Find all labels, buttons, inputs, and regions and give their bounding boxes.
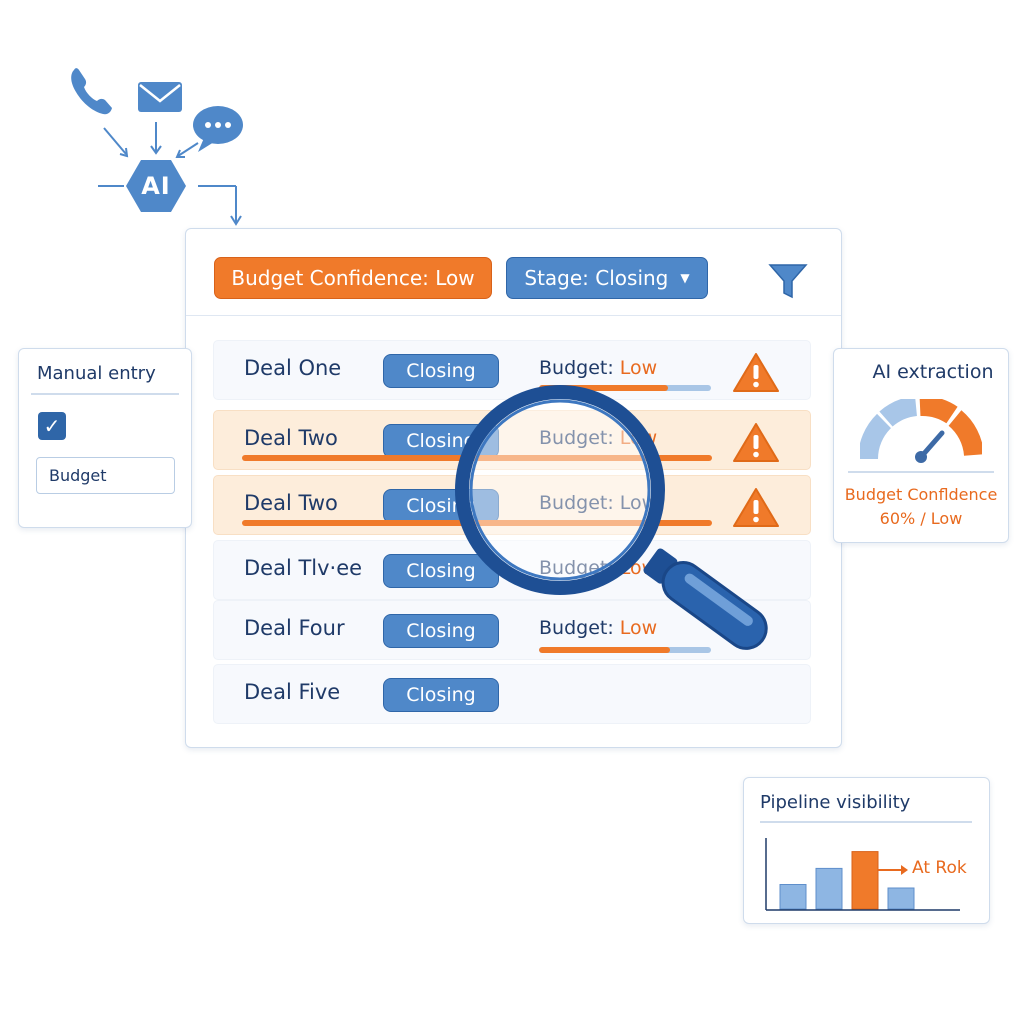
ai-flow-diagram bbox=[71, 68, 243, 226]
stage-pill[interactable]: Closing bbox=[383, 614, 499, 648]
divider bbox=[760, 821, 972, 823]
budget-field[interactable] bbox=[36, 457, 175, 494]
budget-confidence-filter-chip[interactable]: Budget Confidence: Low bbox=[214, 257, 492, 299]
pipeline-visibility-card: Pipeline visibility At Rok bbox=[743, 777, 990, 924]
pipeline-bar-at-risk bbox=[851, 851, 879, 910]
budget-label: Budget:Low bbox=[539, 357, 658, 379]
manual-entry-title: Manual entry bbox=[37, 363, 156, 384]
stage-pill[interactable]: Closing bbox=[383, 554, 499, 588]
budget-chip-label: Budget Confidence: Low bbox=[231, 266, 475, 290]
deal-row[interactable]: Deal Two Closing Budget:Low bbox=[213, 410, 811, 470]
stage-filter-dropdown[interactable]: Stage: Closing ▼ bbox=[506, 257, 708, 299]
phone-icon bbox=[71, 68, 112, 115]
manual-entry-checkbox[interactable]: ✓ bbox=[38, 412, 66, 440]
pipeline-bar-chart bbox=[765, 838, 960, 911]
deal-name: Deal Four bbox=[244, 616, 345, 640]
magnifier-icon bbox=[455, 385, 768, 650]
budget-progress-fill bbox=[539, 647, 670, 653]
pipeline-bar bbox=[815, 867, 843, 910]
confidence-label: Budget Confldence bbox=[844, 485, 998, 504]
deal-row[interactable]: Deal One Closing Budget:Low bbox=[213, 340, 811, 400]
budget-label: Budget:Low bbox=[539, 617, 658, 639]
chat-icon bbox=[193, 106, 243, 152]
pipeline-bar bbox=[779, 884, 807, 910]
budget-progress-fill bbox=[539, 385, 668, 391]
pipeline-bar bbox=[887, 887, 915, 910]
deal-name: Deal Two bbox=[244, 491, 338, 515]
divider bbox=[31, 393, 179, 395]
mail-icon bbox=[138, 82, 182, 112]
filter-bar: Budget Confidence: Low Stage: Closing ▼ bbox=[186, 229, 841, 316]
manual-entry-card: Manual entry ✓ bbox=[18, 348, 192, 528]
divider bbox=[848, 471, 994, 473]
warning-icon bbox=[733, 353, 779, 392]
confidence-gauge bbox=[860, 399, 982, 463]
deal-name: Deal Tlv·ee bbox=[244, 556, 363, 580]
at-risk-label: At Rok bbox=[912, 858, 967, 878]
deal-row[interactable]: Deal Five Closing bbox=[213, 664, 811, 724]
risk-arrow-head bbox=[901, 865, 908, 875]
stage-pill[interactable]: Closing bbox=[383, 354, 499, 388]
budget-progress-bar bbox=[539, 647, 711, 653]
stage-pill[interactable]: Closing bbox=[383, 678, 499, 712]
chevron-down-icon: ▼ bbox=[680, 271, 690, 285]
check-icon: ✓ bbox=[43, 414, 61, 438]
deal-name: Deal Two bbox=[244, 426, 338, 450]
confidence-value: 60% / Low bbox=[879, 509, 963, 528]
budget-progress-bar bbox=[539, 385, 711, 391]
deal-name: Deal One bbox=[244, 356, 342, 380]
deal-name: Deal Five bbox=[244, 680, 341, 704]
pipeline-title: Pipeline visibility bbox=[760, 792, 911, 813]
stage-chip-label: Stage: Closing bbox=[524, 266, 669, 290]
warning-icon bbox=[733, 423, 779, 462]
ai-extraction-title: AI extraction bbox=[872, 361, 994, 383]
ai-extraction-card: AI extraction Budget Confldence 60% / Lo… bbox=[833, 348, 1009, 543]
funnel-icon[interactable] bbox=[768, 263, 808, 301]
ai-badge: AI bbox=[126, 160, 186, 212]
warning-icon bbox=[733, 488, 779, 527]
